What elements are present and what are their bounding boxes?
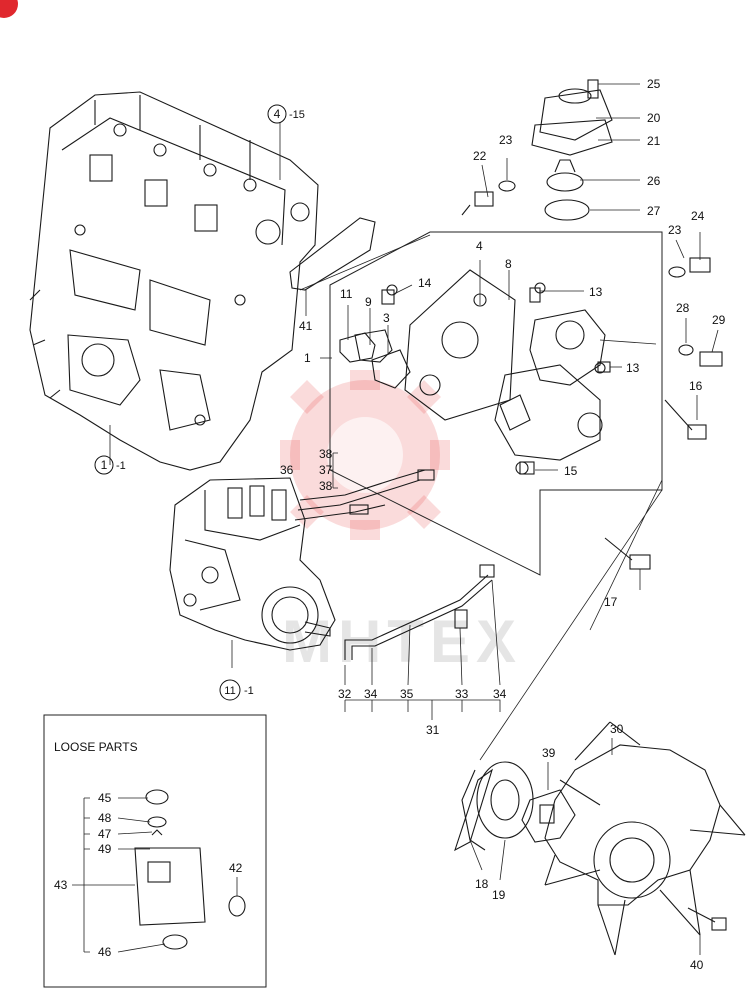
callout-31: 31 bbox=[426, 723, 440, 737]
callout-37: 37 bbox=[319, 463, 333, 477]
callout-8: 8 bbox=[505, 257, 512, 271]
callout-35: 35 bbox=[400, 687, 414, 701]
callout-29: 29 bbox=[712, 313, 726, 327]
callout-17: 17 bbox=[604, 595, 618, 609]
fan-pulley-drawing bbox=[461, 761, 534, 851]
callout-24: 24 bbox=[691, 209, 705, 223]
callout-30: 30 bbox=[610, 722, 624, 736]
callout-13-a: 13 bbox=[589, 285, 603, 299]
fan-belt-drawing bbox=[454, 768, 493, 852]
ref-block-label: 1 -1 bbox=[94, 455, 126, 475]
callout-42: 42 bbox=[229, 861, 243, 875]
oil-filter-cap-drawing bbox=[134, 789, 246, 950]
callout-38-a: 38 bbox=[319, 447, 333, 461]
callout-26: 26 bbox=[647, 174, 661, 188]
callout-14: 14 bbox=[418, 276, 432, 290]
callout-34-a: 34 bbox=[364, 687, 378, 701]
callout-40: 40 bbox=[690, 958, 704, 972]
callout-4: 4 bbox=[476, 239, 483, 253]
callout-45: 45 bbox=[98, 791, 112, 805]
leader-lines bbox=[72, 83, 719, 955]
callout-11: 11 bbox=[340, 287, 353, 301]
callout-33: 33 bbox=[455, 687, 469, 701]
corner-badge bbox=[0, 0, 18, 18]
callout-41: 41 bbox=[299, 319, 313, 333]
callout-3: 3 bbox=[383, 311, 390, 325]
callout-32: 32 bbox=[338, 687, 352, 701]
callout-36: 36 bbox=[280, 463, 294, 477]
callout-49: 49 bbox=[98, 842, 112, 856]
fan-spacer-drawing bbox=[521, 789, 576, 843]
callout-21: 21 bbox=[647, 134, 661, 148]
callout-1: 1 bbox=[304, 351, 311, 365]
callout-13-b: 13 bbox=[626, 361, 640, 375]
watermark-logo bbox=[280, 370, 450, 540]
oil-pipe-drawing bbox=[344, 564, 495, 660]
callout-9: 9 bbox=[365, 295, 372, 309]
callout-23-b: 23 bbox=[668, 223, 682, 237]
svg-text:-1: -1 bbox=[116, 460, 126, 472]
svg-text:-1: -1 bbox=[244, 685, 254, 697]
callout-23-a: 23 bbox=[499, 133, 513, 147]
callout-18: 18 bbox=[475, 877, 489, 891]
callout-28: 28 bbox=[676, 301, 690, 315]
callout-38-b: 38 bbox=[319, 479, 333, 493]
loose-parts-box bbox=[43, 714, 267, 988]
thermostat-housing-drawing bbox=[381, 79, 723, 570]
callout-25: 25 bbox=[647, 77, 661, 91]
watermark-text: MHTEX bbox=[282, 608, 522, 675]
gasket-drawing bbox=[289, 217, 376, 291]
callout-39: 39 bbox=[542, 746, 556, 760]
fan-bolt-drawing bbox=[687, 907, 727, 931]
callout-34-b: 34 bbox=[493, 687, 507, 701]
svg-text:1: 1 bbox=[101, 458, 108, 472]
callout-43: 43 bbox=[54, 878, 68, 892]
callout-labels: 1 3 4 8 9 11 13 13 14 15 16 17 18 19 20 … bbox=[54, 77, 726, 972]
cylinder-block-drawing bbox=[29, 91, 319, 471]
injection-pump-drawing bbox=[169, 477, 336, 651]
callout-27: 27 bbox=[647, 204, 661, 218]
callout-47: 47 bbox=[98, 827, 112, 841]
callout-15: 15 bbox=[564, 464, 578, 478]
svg-text:-15: -15 bbox=[289, 109, 305, 121]
ref-head-label: 4 -15 bbox=[267, 104, 305, 124]
ref-pump-label: 11 -1 bbox=[219, 679, 254, 701]
callout-48: 48 bbox=[98, 811, 112, 825]
svg-text:11: 11 bbox=[224, 685, 235, 697]
water-pump-drawing bbox=[339, 269, 606, 475]
water-pump-frame bbox=[329, 231, 663, 576]
callout-22: 22 bbox=[473, 149, 487, 163]
callout-20: 20 bbox=[647, 111, 661, 125]
callout-46: 46 bbox=[98, 945, 112, 959]
callout-16: 16 bbox=[689, 379, 703, 393]
svg-text:4: 4 bbox=[274, 107, 281, 121]
fuel-lines-drawing bbox=[294, 469, 435, 521]
loose-parts-title: LOOSE PARTS bbox=[54, 740, 138, 754]
callout-19: 19 bbox=[492, 888, 506, 902]
fan-drawing bbox=[544, 721, 746, 956]
